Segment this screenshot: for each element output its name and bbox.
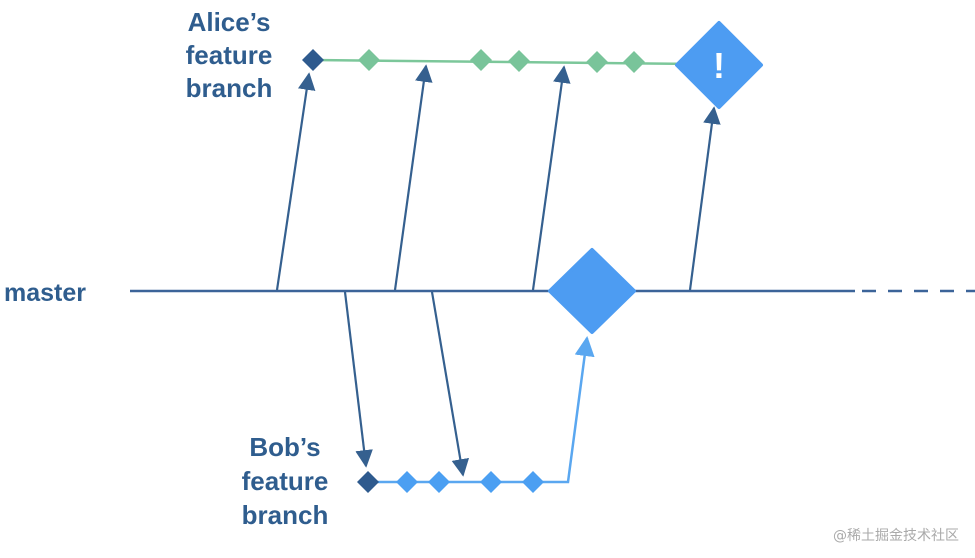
arrow-master-to-alice-4	[688, 106, 721, 291]
bob-label-line-3: branch	[242, 500, 329, 530]
alice-commit-2	[470, 49, 492, 71]
bob-base-commit	[357, 471, 379, 493]
bob-branch-line	[368, 336, 595, 484]
alice-commit-3	[508, 50, 530, 72]
bob-branch-label: Bob’s feature branch	[242, 432, 329, 530]
arrow-master-to-alice-3	[531, 65, 571, 291]
alice-commit-5	[623, 51, 645, 73]
arrow-master-to-bob-2	[430, 291, 470, 477]
alice-label-line-3: branch	[186, 73, 273, 103]
alice-label-line-2: feature	[186, 40, 273, 70]
bob-label-line-1: Bob’s	[249, 432, 320, 462]
alice-base-commit	[302, 49, 324, 71]
arrow-master-to-bob-1	[343, 291, 373, 468]
alice-commit-1	[358, 49, 380, 71]
watermark: @稀土掘金技术社区	[833, 528, 959, 544]
alice-label-line-1: Alice’s	[188, 7, 271, 37]
arrow-master-to-alice-1	[275, 72, 316, 291]
bob-commit-2	[428, 471, 450, 493]
alice-conflict-diamond: !	[675, 21, 763, 109]
bob-commit-4	[522, 471, 544, 493]
arrow-master-to-alice-2	[393, 64, 433, 291]
warning-icon: !	[713, 45, 725, 86]
master-merge-diamond	[548, 248, 636, 334]
bob-commit-1	[396, 471, 418, 493]
master-label: master	[4, 279, 86, 307]
bob-commit-3	[480, 471, 502, 493]
alice-branch-label: Alice’s feature branch	[186, 7, 273, 103]
alice-commit-4	[586, 51, 608, 73]
bob-label-line-2: feature	[242, 466, 329, 496]
